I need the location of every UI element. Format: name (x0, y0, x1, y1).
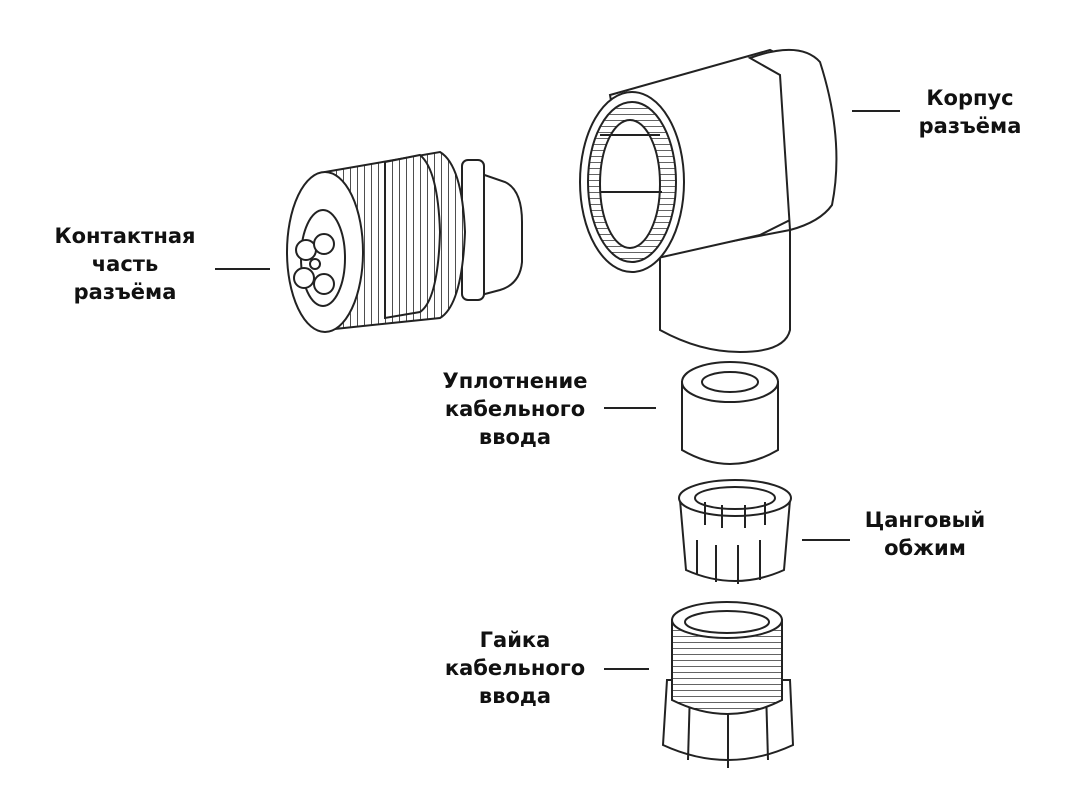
leader-collet-clamp (802, 539, 850, 541)
leader-contact-insert (215, 268, 270, 270)
label-line: кабельного (444, 656, 586, 680)
label-line: разъёма (73, 280, 177, 304)
label-contact-insert: Контактная часть разъёма (40, 222, 210, 306)
label-line: разъёма (918, 114, 1022, 138)
connector-housing (579, 48, 838, 354)
leader-housing (852, 110, 900, 112)
cable-gland-nut (661, 601, 795, 768)
label-line: ввода (478, 425, 552, 449)
label-collet-clamp: Цанговый обжим (850, 506, 1000, 562)
leader-cable-nut (604, 668, 649, 670)
leader-cable-seal (604, 407, 656, 409)
label-line: ввода (478, 684, 552, 708)
label-line: Гайка (479, 628, 551, 652)
label-line: часть (91, 252, 159, 276)
label-line: Уплотнение (442, 369, 588, 393)
label-line: кабельного (444, 397, 586, 421)
label-housing: Корпус разъёма (905, 84, 1035, 140)
label-line: Контактная (54, 224, 196, 248)
label-cable-nut: Гайка кабельного ввода (430, 626, 600, 710)
label-line: Цанговый (864, 508, 986, 532)
contact-insert-part (286, 150, 523, 333)
cable-gland-seal (681, 361, 779, 465)
collet-clamp (678, 479, 792, 584)
label-line: обжим (884, 536, 966, 560)
label-cable-seal: Уплотнение кабельного ввода (425, 367, 605, 451)
label-line: Корпус (926, 86, 1014, 110)
